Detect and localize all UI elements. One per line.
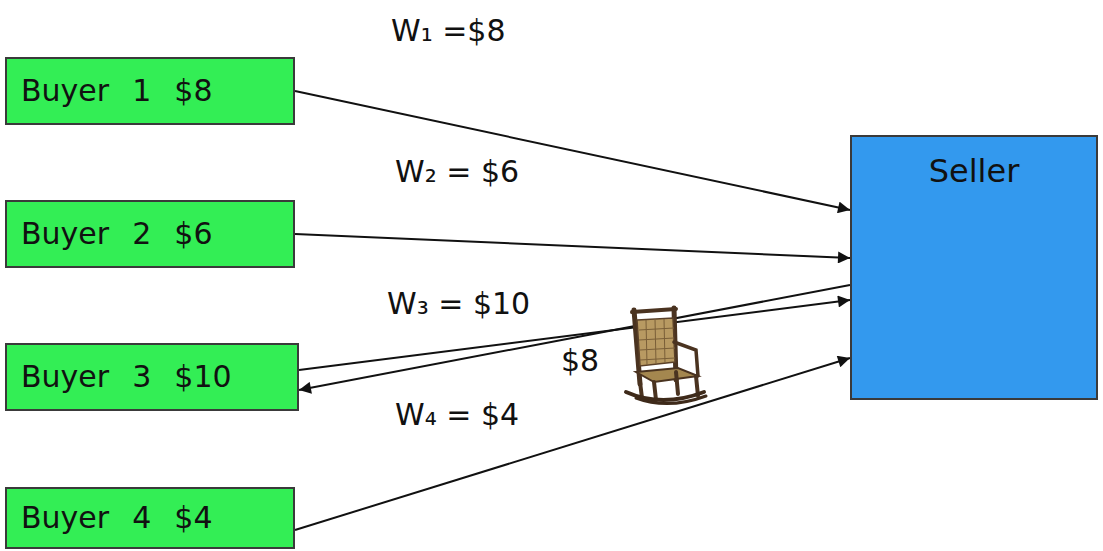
- node-label: Seller: [929, 153, 1020, 190]
- node-label: Buyer 2 $6: [21, 217, 212, 252]
- bid-label: W₂ = $6: [392, 155, 522, 190]
- bid-arrow: [295, 91, 850, 210]
- node-label: Buyer 1 $8: [21, 74, 212, 109]
- buyer-box: Buyer 2 $6: [5, 200, 295, 268]
- buyer-box: Buyer 4 $4: [5, 487, 295, 549]
- buyer-box: Buyer 1 $8: [5, 57, 295, 125]
- seller-box: Seller: [850, 135, 1098, 400]
- bid-arrow: [299, 285, 850, 390]
- bid-arrow: [295, 234, 850, 258]
- buyer-box: Buyer 3 $10: [5, 343, 299, 411]
- bid-label: W₄ = $4: [392, 398, 522, 433]
- bid-arrow: [295, 358, 850, 530]
- bid-label: W₁ =$8: [388, 14, 509, 49]
- bid-label: W₃ = $10: [384, 287, 533, 322]
- rocking-chair: [626, 308, 706, 404]
- node-label: Buyer 3 $10: [21, 360, 232, 395]
- bid-label: $8: [558, 344, 602, 379]
- node-label: Buyer 4 $4: [21, 501, 212, 536]
